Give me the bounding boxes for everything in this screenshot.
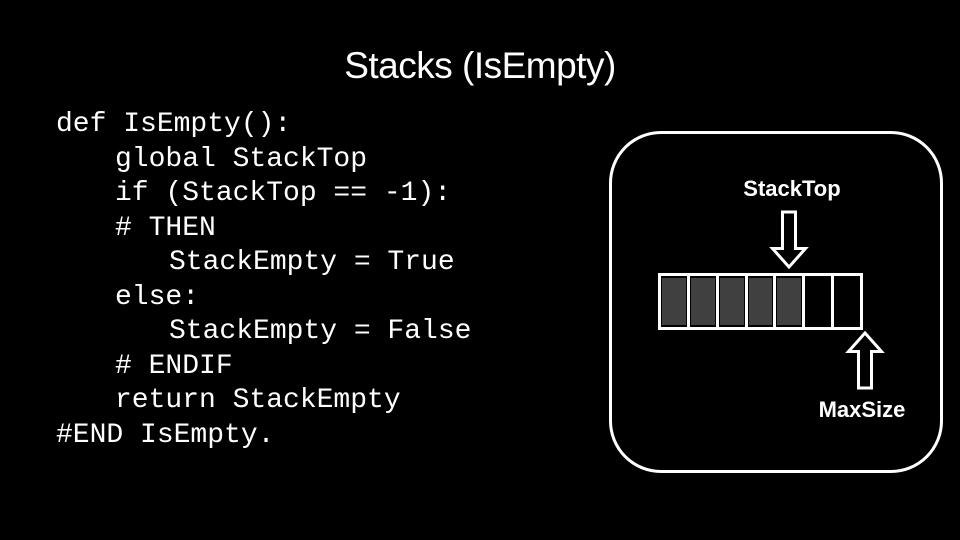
code-line: return StackEmpty xyxy=(115,385,401,416)
stack-top-arrow-down-icon xyxy=(769,210,809,274)
stack-cell-fill xyxy=(835,278,859,325)
max-size-arrow-up-icon xyxy=(845,330,885,395)
max-size-label: MaxSize xyxy=(818,397,906,422)
code-line: StackEmpty = True xyxy=(169,247,455,278)
code-line: # ENDIF xyxy=(115,350,233,382)
stack-cell-filled xyxy=(776,276,806,327)
stack-cell-fill xyxy=(719,278,744,325)
code-line: StackEmpty = False xyxy=(169,316,472,347)
code-line: else: xyxy=(115,281,200,313)
stack-cell-empty xyxy=(834,276,860,327)
stack-cell-fill xyxy=(662,278,686,325)
stack-array xyxy=(658,273,863,330)
stack-cell-filled xyxy=(719,276,748,327)
code-line: global StackTop xyxy=(115,143,368,175)
stack-cell-fill xyxy=(748,278,773,325)
code-line: # THEN xyxy=(115,212,216,244)
slide-title: Stacks (IsEmpty) xyxy=(344,45,616,86)
code-line: def IsEmpty(): xyxy=(56,109,292,140)
stack-cell-empty xyxy=(805,276,835,327)
stack-cell-filled xyxy=(661,276,690,327)
stack-cell-fill xyxy=(777,278,802,325)
code-line: if (StackTop == -1): xyxy=(115,178,452,209)
code-line: #END IsEmpty. xyxy=(56,419,275,451)
stack-top-label: StackTop xyxy=(743,176,841,201)
stack-cell-filled xyxy=(748,276,777,327)
stack-cell-fill xyxy=(806,278,830,325)
stack-cell-filled xyxy=(690,276,719,327)
stack-cell-fill xyxy=(690,278,715,325)
